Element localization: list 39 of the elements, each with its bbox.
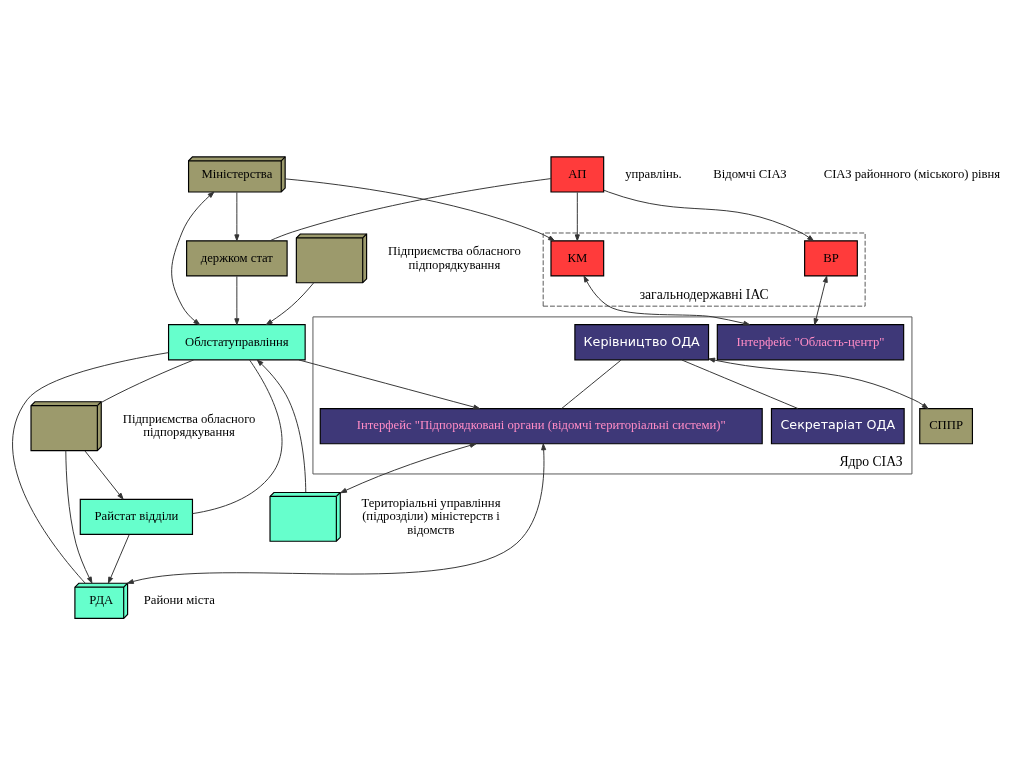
node-box: Інтерфейс "Підпорядковані органи (відомчі територіальні системи)" xyxy=(319,407,763,444)
arrow xyxy=(298,358,481,410)
node-box: Райстат відділи xyxy=(79,498,194,535)
connector xyxy=(681,359,799,409)
node-label: Підприємства обласного підпорядкування xyxy=(388,243,521,272)
arrow xyxy=(340,442,477,493)
node-label: Територіальні управління (підрозділи) міністерств і відомств xyxy=(361,495,501,537)
arrow xyxy=(234,275,240,325)
arrow xyxy=(234,191,240,241)
arrow xyxy=(171,191,215,325)
arrow xyxy=(708,357,929,409)
node-box: АП xyxy=(550,155,605,193)
node-box: Секретаріат ОДА xyxy=(770,407,905,444)
label: управлінь. xyxy=(625,166,682,181)
node-box: ВР xyxy=(804,239,858,276)
arrow xyxy=(603,189,814,241)
connector xyxy=(12,351,169,584)
connector xyxy=(100,358,195,403)
node-box: держком стат xyxy=(186,239,288,276)
arrow xyxy=(256,359,307,493)
node-box: СППР xyxy=(919,407,973,444)
label: СІАЗ районного (міського) рівня xyxy=(823,166,1001,181)
arrow xyxy=(574,191,580,241)
connector xyxy=(192,359,283,514)
node-box: Облстатуправління xyxy=(168,323,306,360)
arrow xyxy=(107,533,130,584)
arrow xyxy=(65,449,93,583)
label: Відомчі СІАЗ xyxy=(713,166,787,181)
arrow xyxy=(583,275,751,326)
connector xyxy=(561,359,622,409)
arrow xyxy=(265,281,315,325)
arrow xyxy=(813,275,828,325)
node-box: КМ xyxy=(550,239,605,276)
node-box: Керівництво ОДА xyxy=(574,323,710,360)
arrow xyxy=(84,449,124,500)
arrow xyxy=(126,442,547,584)
node-box: Інтерфейс "Область-центр" xyxy=(716,323,905,360)
node-label: Підприємства обласного підпорядкування xyxy=(122,411,256,439)
node-label: Райони міста xyxy=(143,592,215,607)
